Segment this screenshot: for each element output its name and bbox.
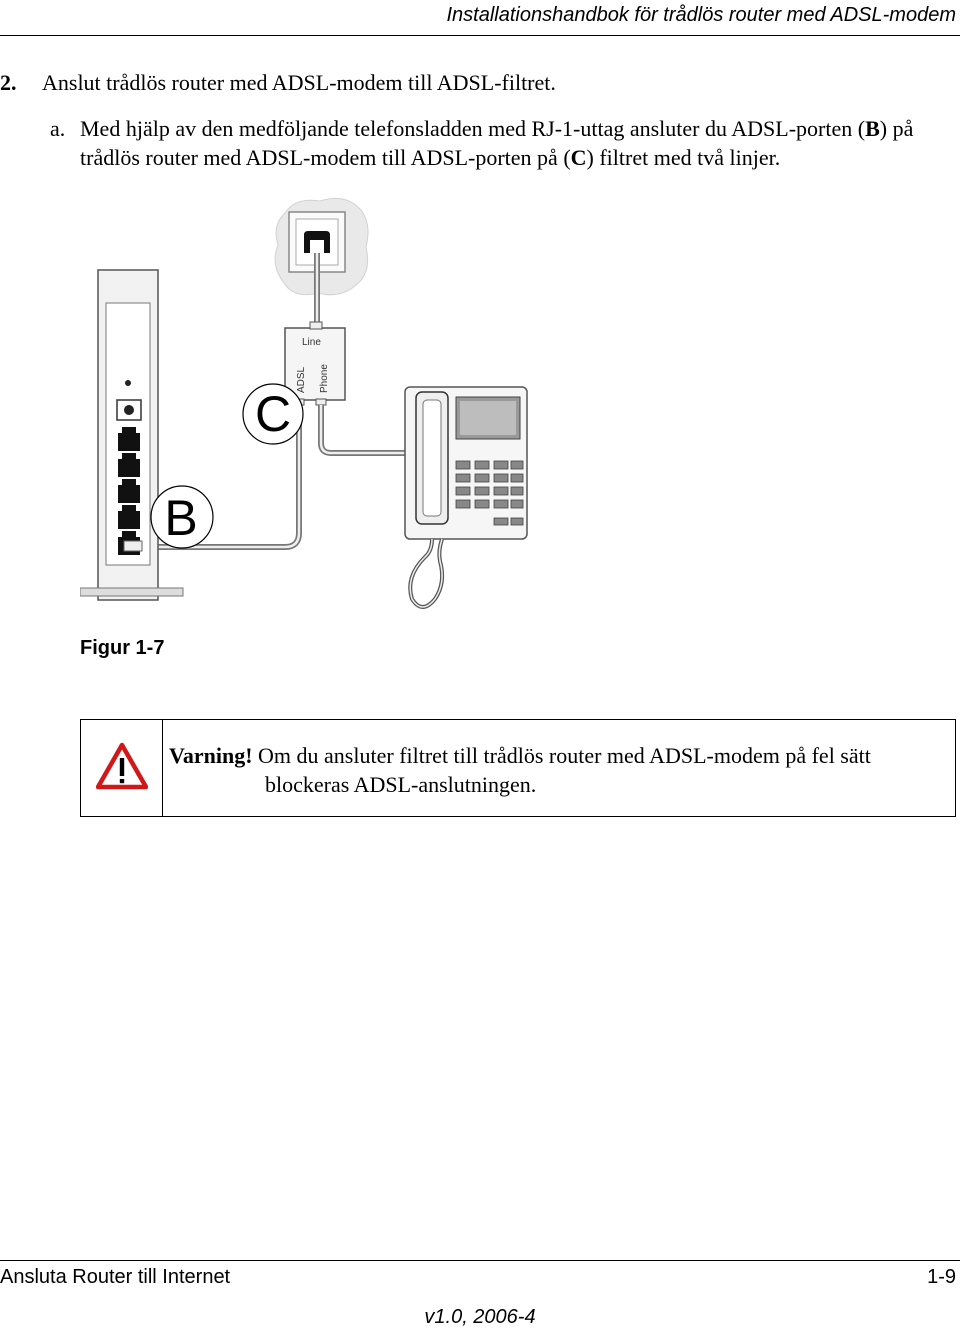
- router: [80, 269, 184, 601]
- substep-a: a. Med hjälp av den medföljande telefons…: [50, 114, 950, 172]
- callout-b-circle: [150, 485, 214, 549]
- step-text: Anslut trådlös router med ADSL-modem til…: [42, 70, 556, 95]
- substep-b-label: B: [865, 116, 880, 141]
- step-number: 2.: [0, 70, 17, 95]
- connection-diagram-svg: Line ADSL Phone: [80, 197, 528, 609]
- wall-socket: [274, 197, 369, 296]
- callout-c-circle: [242, 383, 304, 445]
- filter-phone-label: Phone: [319, 364, 330, 393]
- warning-box: Varning! Om du ansluter filtret till trå…: [80, 719, 956, 817]
- substep-text-part1: Med hjälp av den medföljande telefonslad…: [80, 116, 866, 141]
- substep-text: Med hjälp av den medföljande telefonslad…: [80, 114, 950, 172]
- warning-line1: Om du ansluter filtret till trådlös rout…: [258, 743, 871, 768]
- header-title: Installationshandbok för trådlös router …: [446, 4, 956, 26]
- callout-c-label: C: [255, 386, 291, 442]
- warning-label: Varning!: [169, 743, 253, 768]
- substep-c-label: C: [570, 145, 587, 170]
- filter-line-label: Line: [302, 337, 321, 348]
- figure-caption: Figur 1-7: [80, 637, 165, 659]
- warning-triangle-icon: [96, 742, 148, 790]
- warning-icon-cell: [81, 720, 163, 816]
- warning-line2: blockeras ADSL-anslutningen.: [265, 772, 537, 797]
- adsl-filter: Line ADSL Phone: [284, 321, 346, 406]
- warning-text: Varning! Om du ansluter filtret till trå…: [169, 741, 959, 799]
- substep-text-part3: ) filtret med två linjer.: [586, 145, 781, 170]
- callout-b-label: B: [164, 490, 197, 546]
- footer-rule: [0, 1260, 960, 1261]
- step-2: 2. Anslut trådlös router med ADSL-modem t…: [0, 70, 556, 96]
- footer-version: v1.0, 2006-4: [424, 1306, 536, 1328]
- substep-letter: a.: [50, 116, 66, 141]
- filter-adsl-label: ADSL: [296, 366, 307, 393]
- footer-page-number: 1-9: [927, 1266, 956, 1288]
- connection-diagram: Line ADSL Phone: [80, 195, 530, 615]
- footer-chapter: Ansluta Router till Internet: [0, 1266, 231, 1288]
- telephone: [404, 386, 528, 609]
- header-rule: [0, 35, 960, 36]
- substep-text-part2: ) på trådlös router med ADSL-modem till …: [80, 116, 914, 170]
